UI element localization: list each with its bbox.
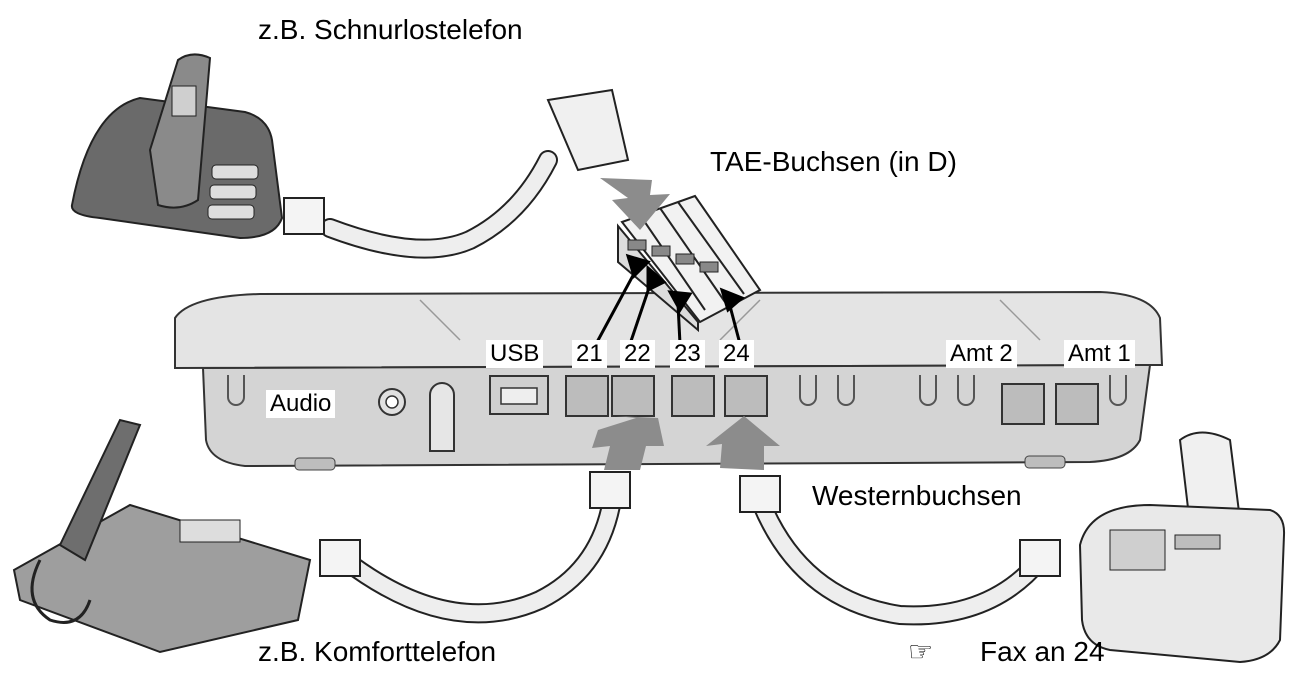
rj-plug-fax (1019, 539, 1061, 577)
label-amt-1: Amt 1 (1064, 340, 1135, 368)
tae-plug (546, 88, 630, 172)
label-cordless-phone: z.B. Schnurlostelefon (258, 14, 523, 45)
label-port-23: 23 (670, 340, 705, 368)
fax-machine (1078, 431, 1286, 664)
rj-plug-phone (319, 539, 361, 577)
connection-arrows (592, 178, 780, 470)
comfort-phone (12, 418, 312, 654)
label-audio: Audio (266, 390, 336, 418)
label-port-22: 22 (620, 340, 655, 368)
label-tae-sockets: TAE-Buchsen (in D) (710, 146, 957, 177)
port-pointer-arrows (594, 253, 745, 345)
label-usb: USB (486, 340, 544, 368)
rj-plug-right (739, 475, 781, 513)
rj-plug-left (589, 471, 631, 509)
label-comfort-phone: z.B. Komforttelefon (258, 636, 497, 667)
label-amt-2: Amt 2 (946, 340, 1017, 368)
label-port-21: 21 (572, 340, 607, 368)
pbx-unit (174, 290, 1164, 471)
hint-hand-icon: ☞ (908, 636, 934, 667)
label-port-24: 24 (719, 340, 754, 368)
label-western-sockets: Westernbuchsen (812, 480, 1022, 511)
comfort-cable (335, 490, 622, 624)
rj-plug-top (283, 197, 325, 235)
cordless-phone (70, 53, 284, 240)
label-fax-hint: Fax an 24 (980, 636, 1105, 667)
